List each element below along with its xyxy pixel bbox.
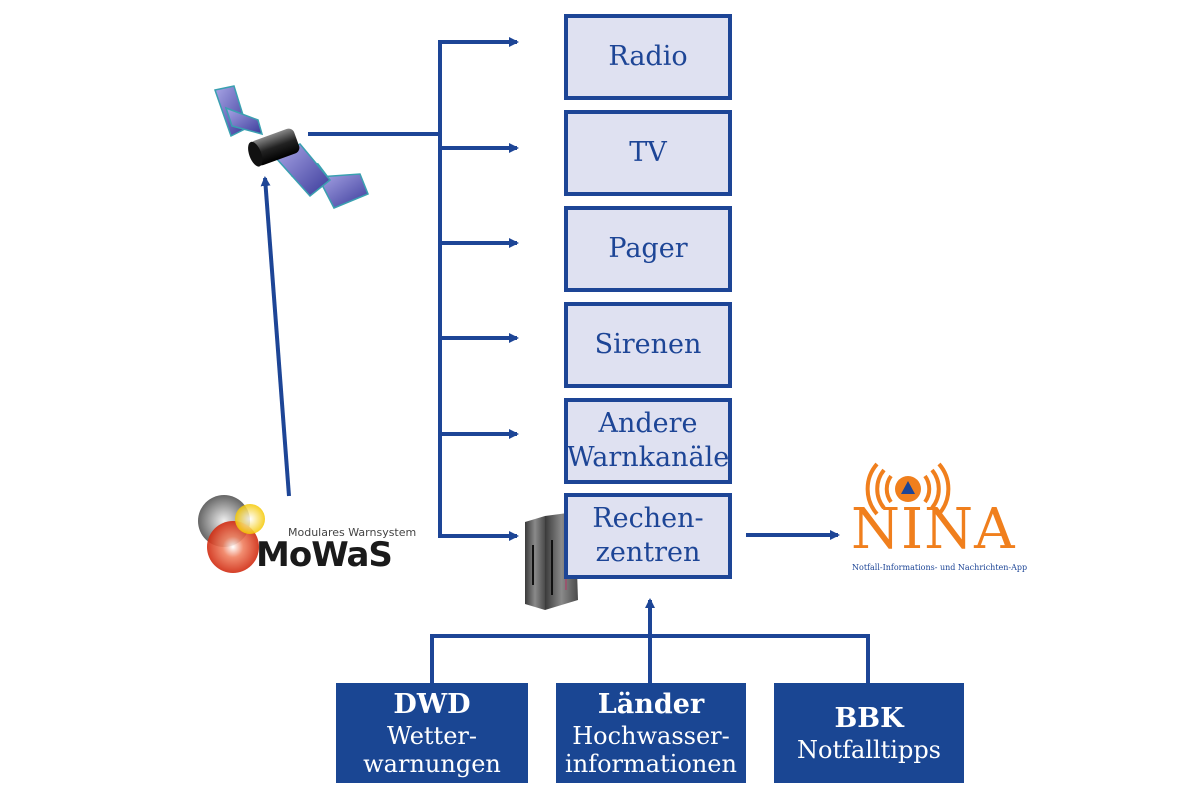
mowas-subtitle: Modulares Warnsystem: [288, 526, 417, 539]
source-title: Länder: [597, 689, 705, 720]
channel-andere-warnkanaele: Andere Warnkanäle: [564, 398, 732, 484]
channel-label-line1: Rechen-: [592, 503, 704, 534]
channel-sirenen: Sirenen: [564, 302, 732, 388]
channel-label: Radio: [608, 41, 688, 72]
nina-subtitle: Notfall-Informations- und Nachrichten-Ap…: [852, 563, 1028, 572]
nina-title: NINA: [851, 497, 1016, 562]
source-line: informationen: [565, 750, 737, 778]
channel-label-line2: zentren: [595, 537, 701, 568]
channel-tv: TV: [564, 110, 732, 196]
channel-label: TV: [629, 137, 667, 168]
channel-label: Pager: [608, 233, 688, 264]
source-line: Notfalltipps: [797, 736, 941, 764]
satellite-icon: [214, 85, 369, 209]
mowas-logo-icon: [198, 495, 265, 573]
source-line: warnungen: [363, 750, 501, 778]
source-title: BBK: [834, 703, 904, 734]
broadcast-triangle-icon: [865, 462, 951, 516]
channel-pager: Pager: [564, 206, 732, 292]
channel-label: Sirenen: [594, 329, 702, 360]
arrow-mowas-to-satellite: [260, 176, 291, 497]
source-laender: Länder Hochwasser- informationen: [556, 683, 746, 783]
channel-radio: Radio: [564, 14, 732, 100]
mowas-title: MoWaS: [256, 535, 393, 575]
channel-rechenzentren: Rechen- zentren: [564, 493, 732, 579]
source-line: Wetter-: [387, 722, 477, 750]
source-title: DWD: [393, 689, 471, 720]
source-bbk: BBK Notfalltipps: [774, 683, 964, 783]
channel-label-line1: Andere: [598, 408, 698, 439]
source-line: Hochwasser-: [572, 722, 730, 750]
source-dwd: DWD Wetter- warnungen: [336, 683, 528, 783]
channel-label-line2: Warnkanäle: [566, 442, 730, 473]
